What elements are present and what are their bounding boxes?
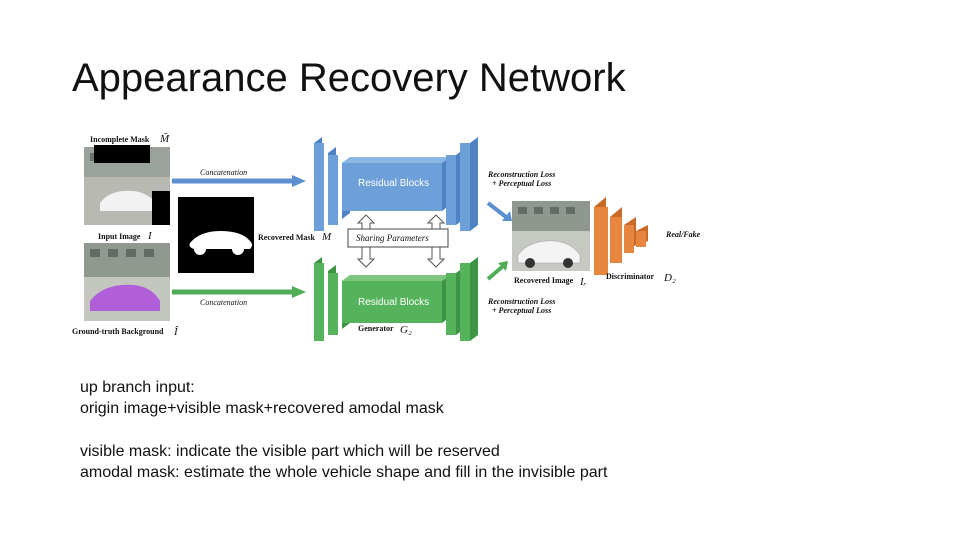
generator-bottom-blocks <box>314 257 478 341</box>
incomplete-mask-label: Incomplete Mask <box>90 135 150 144</box>
generator-label: Generator <box>358 324 394 333</box>
recovered-image <box>512 201 590 271</box>
concatenation-top-arrowhead <box>292 175 306 187</box>
notes-line-2: origin image+visible mask+recovered amod… <box>80 400 444 417</box>
notes-spacer <box>80 419 607 441</box>
to-recovered-arrowhead-top <box>502 211 512 221</box>
recovered-mask-image <box>178 197 254 273</box>
ground-truth-background-image <box>84 243 170 321</box>
discriminator-blocks <box>594 197 648 275</box>
recon-loss-top-line2: + Perceptual Loss <box>492 179 551 188</box>
to-recovered-arrowhead-bottom <box>498 261 508 271</box>
slide-title: Appearance Recovery Network <box>72 56 626 100</box>
input-image <box>84 193 170 229</box>
real-fake-label: Real/Fake <box>665 230 701 239</box>
recon-loss-bottom-line1: Reconstruction Loss <box>487 297 555 306</box>
notes: up branch input: origin image+visible ma… <box>80 377 607 483</box>
concatenation-bottom-label: Concatenation <box>200 298 247 307</box>
concatenation-top-label: Concatenation <box>200 168 247 177</box>
discriminator-label: Discriminator <box>606 272 654 281</box>
architecture-diagram: Incomplete Mask M̃ Input Image I Ground-… <box>60 125 720 350</box>
gt-background-label: Ground-truth Background <box>72 327 164 336</box>
notes-line-4: amodal mask: estimate the whole vehicle … <box>80 464 608 481</box>
recon-loss-top-line1: Reconstruction Loss <box>487 170 555 179</box>
residual-blocks-bottom-label: Residual Blocks <box>358 297 429 308</box>
gt-background-symbol: Î <box>173 326 179 338</box>
incomplete-mask-symbol: M̃ <box>159 132 170 145</box>
to-recovered-arrow-top <box>486 201 508 219</box>
notes-line-3: visible mask: indicate the visible part … <box>80 443 500 460</box>
recovered-mask-label: Recovered Mask <box>258 233 316 242</box>
input-image-label: Input Image <box>98 232 141 241</box>
recovered-image-label: Recovered Image <box>514 276 574 285</box>
to-recovered-arrow-bottom <box>486 265 504 281</box>
sharing-parameters-label: Sharing Parameters <box>356 233 429 243</box>
residual-blocks-top-label: Residual Blocks <box>358 178 429 189</box>
diagram-canvas: Incomplete Mask M̃ Input Image I Ground-… <box>72 132 701 341</box>
incomplete-mask-image <box>84 145 170 225</box>
discriminator-symbol: D₂ <box>663 272 676 284</box>
recon-loss-bottom-line2: + Perceptual Loss <box>492 306 551 315</box>
sharing-parameters-box <box>347 228 449 248</box>
concatenation-bottom-arrowhead <box>292 286 306 298</box>
generator-top-blocks <box>314 137 478 231</box>
generator-symbol: G₂ <box>400 324 412 336</box>
recovered-mask-symbol: M <box>321 231 332 243</box>
notes-line-1: up branch input: <box>80 379 195 396</box>
recovered-image-symbol: Iᵣ <box>579 276 587 288</box>
input-image-symbol: I <box>147 230 153 242</box>
